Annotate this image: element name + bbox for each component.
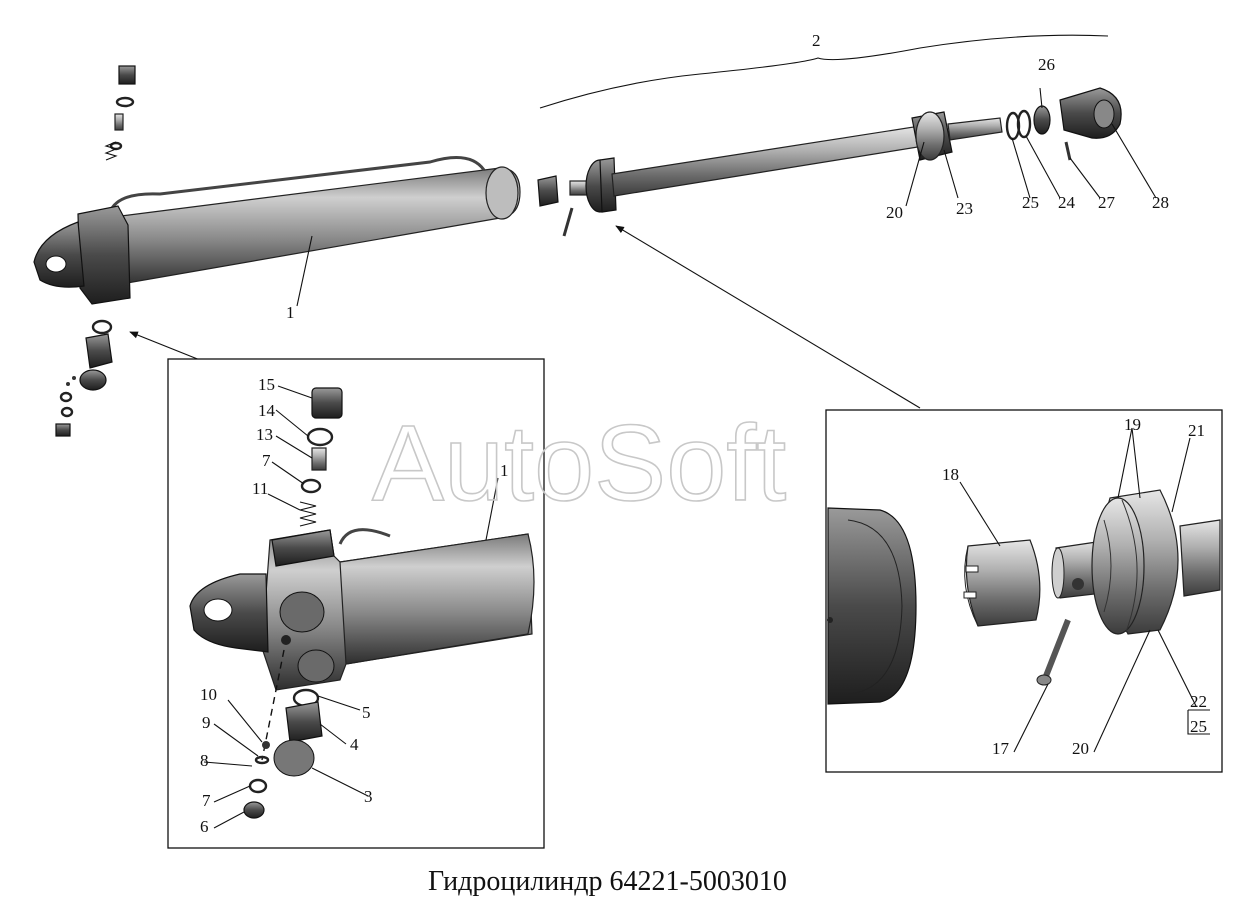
label-11: 11 — [252, 479, 268, 498]
label-23: 23 — [956, 199, 973, 218]
label-28: 28 — [1152, 193, 1169, 212]
main-labels: 1 2 20 23 25 24 26 27 28 — [286, 31, 1169, 322]
label-10: 10 — [200, 685, 217, 704]
label-1: 1 — [286, 303, 295, 322]
watermark: AutoSoft — [372, 402, 786, 523]
label-13: 13 — [256, 425, 273, 444]
label-22: 22 — [1190, 692, 1207, 711]
label-19: 19 — [1124, 415, 1141, 434]
label-5: 5 — [362, 703, 371, 722]
cylinder-body — [33, 156, 521, 305]
label-20: 20 — [886, 203, 903, 222]
assembly-brace — [539, 34, 1109, 109]
label-2: 2 — [812, 31, 821, 50]
label-24: 24 — [1058, 193, 1076, 212]
left-detail-box: 15 14 13 7 11 1 5 4 3 10 9 8 7 6 — [167, 358, 545, 849]
label-7-top: 7 — [262, 451, 271, 470]
label-21: 21 — [1188, 421, 1205, 440]
diagram-caption: Гидроцилиндр 64221-5003010 — [428, 866, 787, 897]
label-26: 26 — [1038, 55, 1055, 74]
label-7-bottom: 7 — [202, 791, 211, 810]
label-17: 17 — [992, 739, 1010, 758]
label-9: 9 — [202, 713, 211, 732]
label-1-detail: 1 — [500, 461, 509, 480]
label-6: 6 — [200, 817, 209, 836]
arrow-to-right-detail — [615, 225, 921, 409]
label-25-detail: 25 — [1190, 717, 1207, 736]
label-18: 18 — [942, 465, 959, 484]
label-15: 15 — [258, 375, 275, 394]
label-14: 14 — [258, 401, 276, 420]
piston-rod-assembly — [537, 87, 1122, 237]
bottom-fittings — [55, 319, 113, 437]
arrow-to-left-detail — [129, 331, 201, 361]
top-fittings — [104, 65, 136, 161]
label-25: 25 — [1022, 193, 1039, 212]
label-20-detail: 20 — [1072, 739, 1089, 758]
right-detail-box: 19 21 18 17 20 22 25 — [825, 409, 1223, 773]
label-3: 3 — [364, 787, 373, 806]
label-27: 27 — [1098, 193, 1116, 212]
label-8: 8 — [200, 751, 209, 770]
main-leaders — [296, 87, 1157, 307]
label-4: 4 — [350, 735, 359, 754]
